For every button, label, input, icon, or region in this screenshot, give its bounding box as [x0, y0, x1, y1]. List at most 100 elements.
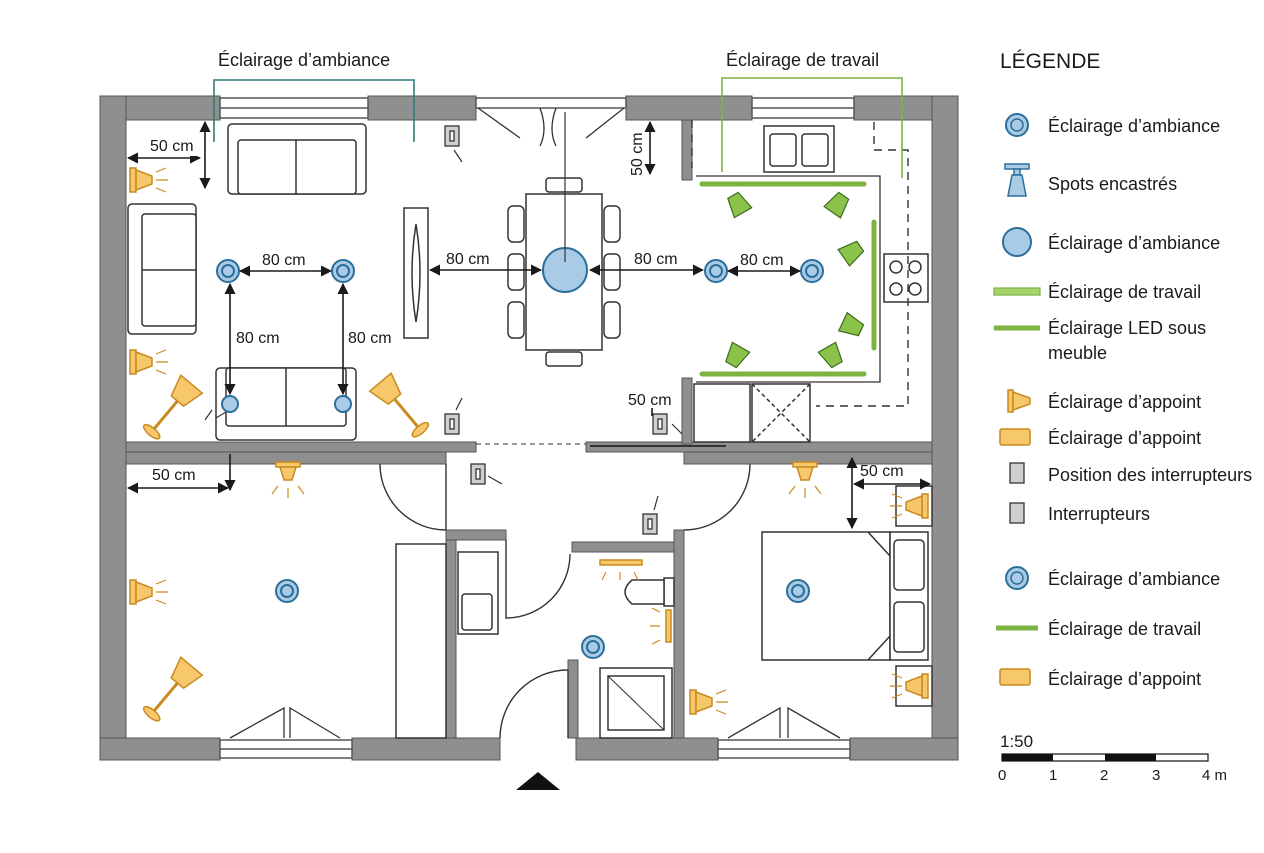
measure-80-kitchen: 80 cm	[740, 252, 784, 269]
measure-80-table-r: 80 cm	[634, 251, 678, 268]
legend: LÉGENDE Éclairage d’	[993, 50, 1252, 689]
windows	[219, 97, 855, 759]
legend-label: Éclairage LED sous	[1048, 318, 1206, 338]
legend-appoint-icon-2	[999, 668, 1031, 686]
ambiance-light-lr-3	[221, 395, 239, 413]
switch-3	[470, 463, 486, 485]
title-travail: Éclairage de travail	[726, 50, 879, 70]
legend-ambiance-icon-2	[1005, 566, 1029, 590]
measure-50-lower-left: 50 cm	[152, 467, 196, 484]
scale-tick: 4 m	[1202, 767, 1227, 784]
measure-50-entry: 50 cm	[628, 392, 672, 409]
switch-1	[444, 125, 460, 147]
wall-sconce-lr-2	[129, 349, 153, 375]
work-spot-1	[727, 191, 753, 219]
measure-80-lr-v1: 80 cm	[236, 330, 280, 347]
legend-label: Éclairage d’appoint	[1048, 392, 1201, 412]
window-sashes	[229, 107, 841, 739]
measure-50-lr: 50 cm	[150, 138, 194, 155]
legend-switch-position-icon	[1009, 462, 1025, 484]
ambiance-light-k-1	[704, 259, 728, 283]
door-bedroom2	[683, 463, 751, 531]
legend-label: Éclairage d’appoint	[1048, 428, 1201, 448]
legend-label: Éclairage d’appoint	[1048, 669, 1201, 689]
floor-lamp-bed1	[142, 656, 204, 722]
doors	[379, 443, 751, 739]
measure-80-lr-v2: 80 cm	[348, 330, 392, 347]
ceiling-sconce-bed2	[792, 461, 818, 481]
work-spot-6	[817, 341, 843, 369]
wall-bath-top	[571, 541, 685, 553]
legend-spot-icon	[1004, 163, 1030, 197]
walls	[99, 95, 959, 761]
wall-bath-right	[673, 529, 685, 739]
measure-50-kitchen: 50 cm	[629, 132, 646, 176]
wall-bottom-4	[849, 737, 959, 761]
measure-80-table-l: 80 cm	[446, 251, 490, 268]
light-rays	[155, 167, 903, 715]
wall-sconce-lr-1	[129, 167, 153, 193]
legend-label: meuble	[1048, 343, 1107, 363]
ambiance-light-lr-2	[331, 259, 355, 283]
wall-sconce-night-2	[905, 673, 929, 699]
appoint-lights	[129, 167, 929, 722]
legend-label: Spots encastrés	[1048, 174, 1177, 194]
scale-tick: 1	[1049, 767, 1057, 784]
wall-bottom-1	[99, 737, 221, 761]
wc-light-strip	[599, 559, 643, 566]
scale-tick: 3	[1152, 767, 1160, 784]
wall-sconce-night-1	[905, 493, 929, 519]
kitchen-cabinet	[693, 383, 751, 443]
entrance-arrow	[516, 772, 560, 790]
ambiance-light-k-2	[800, 259, 824, 283]
legend-ambiance-large-icon	[1002, 227, 1032, 257]
wall-top-3	[625, 95, 753, 121]
wall-wc-left	[445, 529, 457, 739]
toilet-bowl	[624, 579, 665, 605]
legend-label: Éclairage d’ambiance	[1048, 233, 1220, 253]
toilet-tank	[663, 577, 675, 607]
wall-bottom-3	[575, 737, 719, 761]
switch-4	[652, 413, 668, 435]
door-wc	[505, 540, 571, 619]
wall-mid-left	[125, 441, 477, 453]
window-dining	[475, 97, 627, 109]
legend-label: Éclairage d’ambiance	[1048, 116, 1220, 136]
wall-top-2	[367, 95, 477, 121]
scale-bar: 1:50 0 1 2 3 4 m	[998, 732, 1227, 784]
switch-5	[642, 513, 658, 535]
title-brackets	[213, 79, 415, 142]
wall-bath-entry	[567, 659, 579, 739]
legend-icons	[993, 113, 1041, 686]
switch-leads	[453, 149, 683, 511]
wall-bottom-2	[351, 737, 501, 761]
legend-label: Interrupteurs	[1048, 504, 1150, 524]
title-ambiance: Éclairage d’ambiance	[218, 50, 390, 70]
legend-label: Éclairage d’ambiance	[1048, 569, 1220, 589]
work-lights	[699, 181, 877, 377]
ambiance-lights	[216, 247, 824, 659]
ambiance-light-bed1	[275, 579, 299, 603]
legend-appoint-rect-icon	[999, 428, 1031, 446]
switches	[444, 125, 668, 535]
work-spot-3	[837, 240, 865, 267]
measurement-labels: 50 cm 80 cm 80 cm 80 cm 80 cm 80 cm 80 c…	[144, 132, 904, 484]
bed	[761, 531, 891, 661]
floor-lamp-lr-right	[368, 372, 430, 438]
ambiance-light-lr-1	[216, 259, 240, 283]
work-spot-5	[725, 341, 751, 369]
wardrobe	[395, 543, 447, 739]
legend-ambiance-icon	[1005, 113, 1029, 137]
legend-work-icon	[993, 287, 1041, 296]
wall-kitchen-top	[681, 119, 693, 181]
ambiance-light-bed2	[786, 579, 810, 603]
work-spot-4	[837, 311, 865, 337]
legend-label: Éclairage de travail	[1048, 619, 1201, 639]
floor-lamp-lr-left	[142, 374, 204, 440]
door-bedroom1	[379, 463, 447, 531]
wall-left	[99, 95, 127, 761]
cooktop	[883, 253, 929, 303]
green-spots	[725, 191, 865, 369]
